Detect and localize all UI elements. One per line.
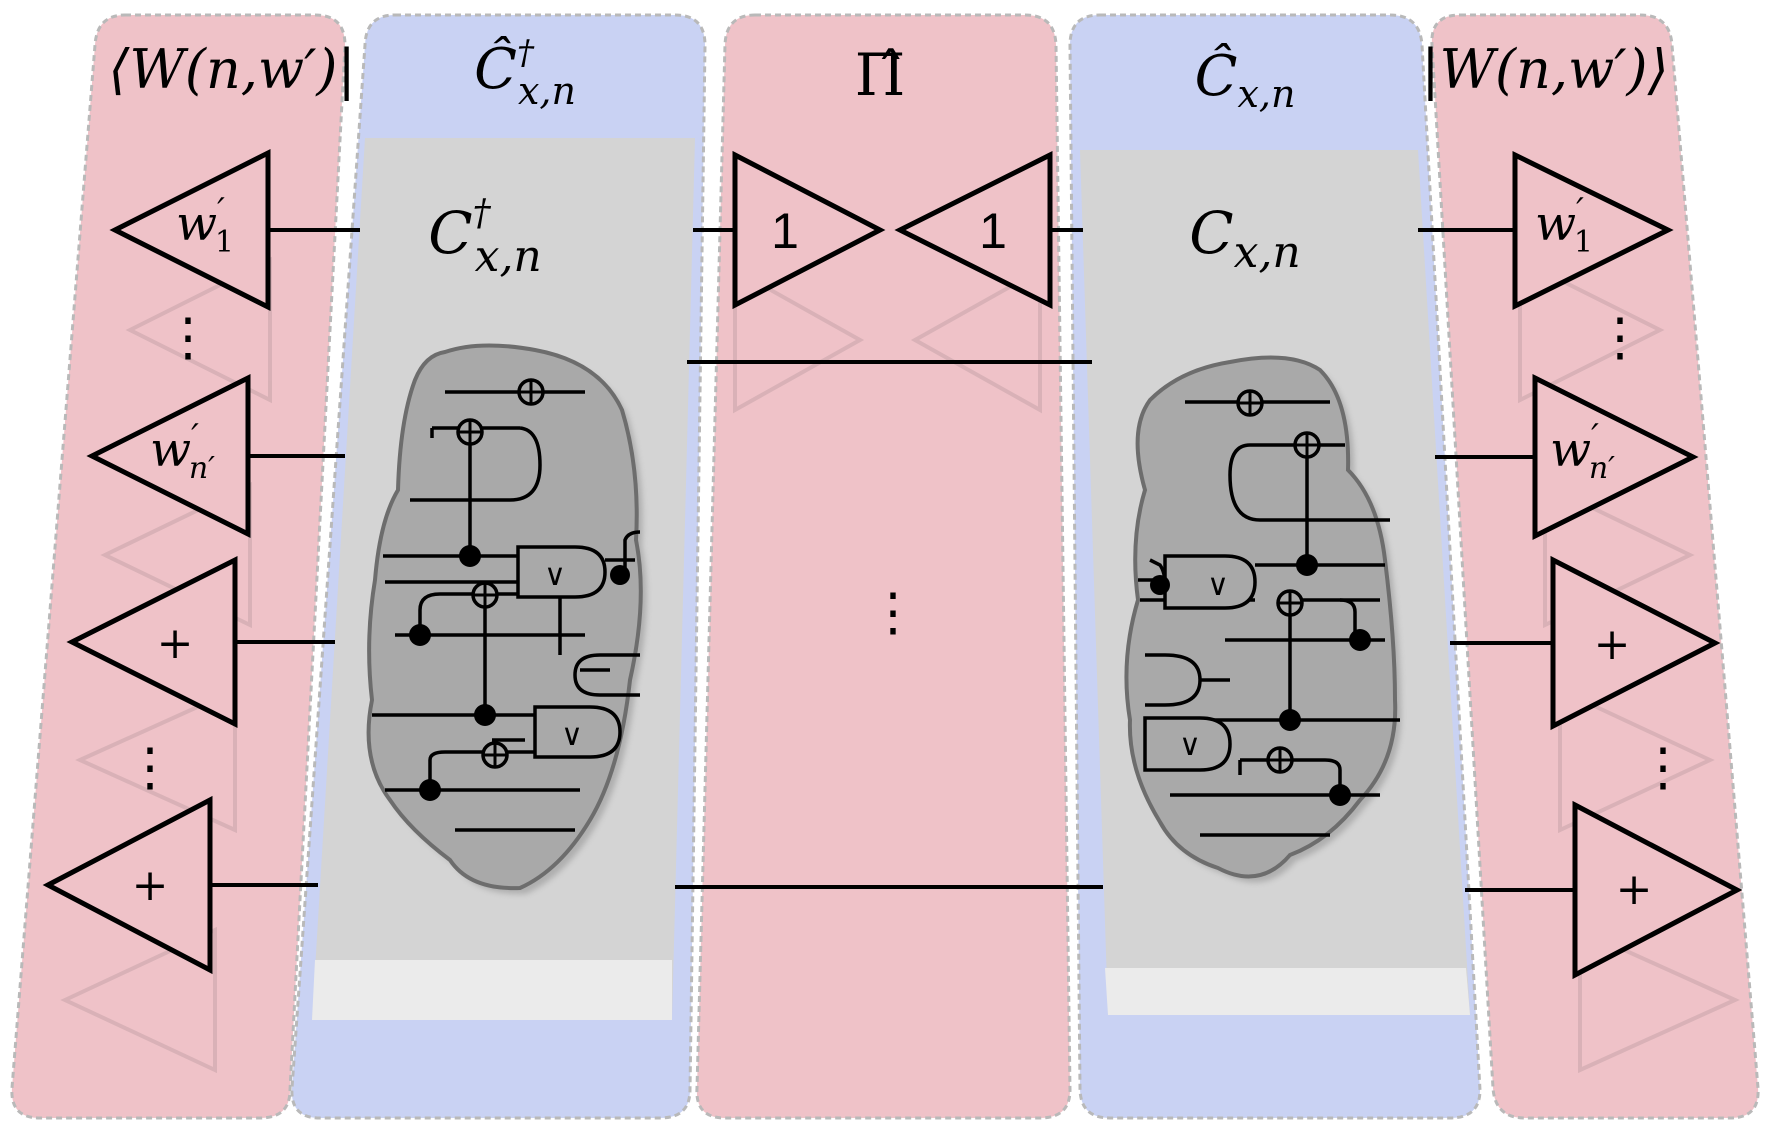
control-dot bbox=[1279, 709, 1301, 731]
pi-triangle-left bbox=[894, 150, 1053, 310]
c-or-gate bbox=[1163, 554, 1257, 610]
bra-triangle-3 bbox=[66, 555, 238, 729]
c-or-label-1: ∨ bbox=[1207, 569, 1229, 602]
bra-triangles bbox=[42, 148, 271, 975]
ket-ellipsis-2: ⋮ bbox=[1637, 738, 1689, 798]
bra-ellipsis-1: ⋮ bbox=[162, 308, 214, 368]
ket-triangle-2 bbox=[1532, 373, 1699, 541]
c-box-base bbox=[1105, 968, 1470, 1015]
bra-triangle-labels: w′1 w′n′ + + bbox=[132, 191, 234, 911]
cdag-or-label-2: ∨ bbox=[561, 719, 583, 752]
control-dot bbox=[474, 704, 496, 726]
bra-triangle-label-1: w′1 bbox=[176, 191, 234, 260]
ket-triangle-label-3: + bbox=[1594, 619, 1631, 670]
column-headers: ⟨W(n,w′)| Ĉ†x,n Π̂ Ĉx,n |W(n,w′)⟩ bbox=[108, 33, 1668, 116]
ghost-triangle bbox=[1558, 686, 1715, 834]
cdag-or-gate bbox=[533, 705, 622, 759]
pi-column-bg bbox=[695, 13, 1072, 1120]
c-circuit-line bbox=[1339, 598, 1357, 640]
cdag-circuit-line bbox=[410, 426, 542, 502]
ghost-triangle bbox=[1578, 926, 1740, 1074]
bra-triangle-label-4: + bbox=[132, 860, 169, 911]
c-xor-crosses bbox=[1238, 391, 1319, 772]
ghost-triangle bbox=[60, 926, 217, 1074]
control-dot bbox=[1329, 784, 1351, 806]
cdag-circuit-line bbox=[623, 530, 641, 575]
wires bbox=[210, 228, 1575, 892]
c-or-gate bbox=[1143, 716, 1232, 772]
reflection-ghosts bbox=[60, 256, 1740, 1074]
ket-triangle-label-2: w′n′ bbox=[1550, 417, 1615, 486]
c-circuit-line bbox=[1240, 758, 1342, 795]
cdag-circuit-line bbox=[428, 750, 580, 790]
bra-triangle-label-2: w′n′ bbox=[150, 417, 215, 486]
ghost-triangle bbox=[1518, 256, 1665, 404]
cdag-box-label: C†x,n bbox=[428, 193, 542, 282]
bra-ellipsis-2: ⋮ bbox=[124, 738, 176, 798]
cdag-circuit-blob: ∨ ∨ bbox=[366, 343, 647, 895]
pi-ellipsis: ⋮ bbox=[867, 583, 919, 643]
c-or-label-2: ∨ bbox=[1179, 729, 1201, 762]
ghost-triangle bbox=[1543, 481, 1695, 629]
pi-triangle-right bbox=[732, 150, 886, 310]
ket-triangle-4 bbox=[1572, 800, 1743, 980]
ket-triangle-3 bbox=[1550, 555, 1721, 731]
cdag-box-base bbox=[312, 960, 672, 1020]
bra-header: ⟨W(n,w′)| bbox=[108, 38, 355, 101]
c-box-label: Cx,n bbox=[1189, 199, 1301, 278]
ket-triangle-1 bbox=[1512, 150, 1674, 311]
c-circuit-line bbox=[1228, 443, 1390, 522]
cdag-or-label-1: ∨ bbox=[544, 559, 566, 592]
control-dot bbox=[409, 624, 431, 646]
ket-triangle-label-1: w′1 bbox=[1535, 191, 1593, 260]
ghost-triangle bbox=[75, 686, 237, 834]
cdag-or-gate bbox=[516, 545, 607, 599]
control-dot bbox=[1150, 575, 1170, 595]
column-backgrounds bbox=[10, 13, 1760, 1120]
ghost-triangle bbox=[733, 266, 865, 414]
bra-triangle-4 bbox=[42, 795, 213, 975]
control-dot bbox=[419, 779, 441, 801]
pi-triangles bbox=[732, 150, 1053, 310]
c-header: Ĉx,n bbox=[1195, 42, 1296, 116]
ellipses: ⋮ ⋮ ⋮ ⋮ ⋮ bbox=[124, 308, 1689, 798]
bra-triangle-label-3: + bbox=[157, 618, 194, 669]
cdag-xor-crosses bbox=[458, 380, 543, 767]
control-dot bbox=[610, 565, 630, 585]
control-dot bbox=[1296, 554, 1318, 576]
ket-triangle-labels: w′1 w′n′ + + bbox=[1535, 191, 1652, 915]
cdag-circuit-line bbox=[418, 592, 560, 635]
ket-ellipsis-1: ⋮ bbox=[1594, 308, 1646, 368]
control-dot bbox=[1349, 629, 1371, 651]
ghost-triangle bbox=[910, 266, 1042, 414]
cdag-control-dots bbox=[409, 545, 630, 801]
ghost-triangle bbox=[125, 256, 272, 404]
pi-triangle-label-2: 1 bbox=[979, 203, 1007, 259]
control-dot bbox=[459, 545, 481, 567]
pi-triangle-label-1: 1 bbox=[771, 203, 799, 259]
c-control-dots bbox=[1150, 554, 1371, 806]
ket-triangles bbox=[1512, 150, 1743, 980]
pi-header: Π̂ bbox=[855, 41, 906, 109]
bra-triangle-2 bbox=[86, 373, 251, 539]
cdag-circuit-line bbox=[573, 653, 640, 697]
ket-triangle-label-4: + bbox=[1616, 864, 1653, 915]
cdag-header: Ĉ†x,n bbox=[474, 33, 576, 113]
bra-triangle-1 bbox=[109, 148, 271, 312]
ket-header: |W(n,w′)⟩ bbox=[1421, 38, 1668, 101]
c-circuit-blob: ∨ ∨ bbox=[1124, 355, 1402, 883]
